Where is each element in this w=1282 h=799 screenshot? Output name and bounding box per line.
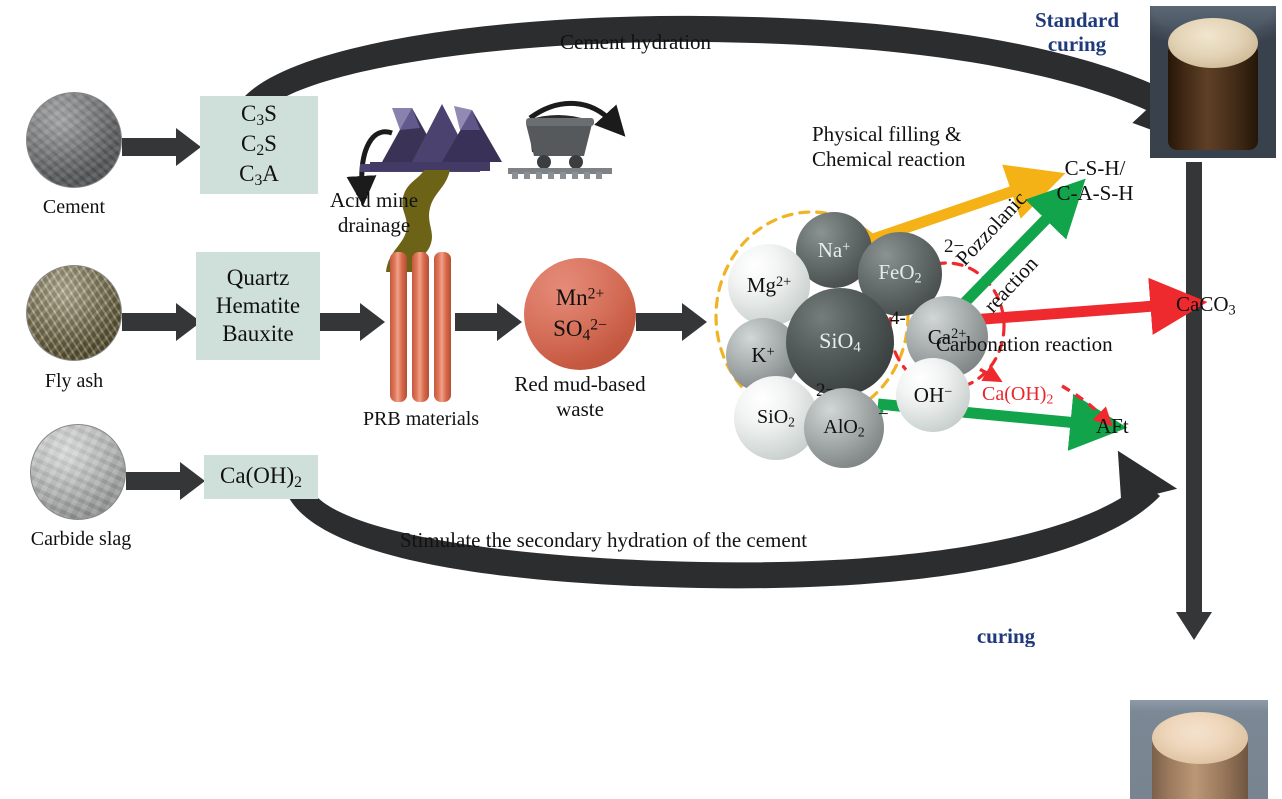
carbonation-cured-specimen-photo (1130, 700, 1268, 799)
fly-ash-sample-circle (26, 265, 122, 361)
ion-alo2-charge: − (878, 404, 889, 425)
process-block-arrows (122, 128, 1212, 640)
ion-cluster: Na+ Mg2+ FeO2 2− K+ SiO4 4- Ca2+ SiO2 (700, 150, 1192, 468)
prb-column (412, 252, 429, 402)
arrow-portlandite-out (1061, 384, 1113, 427)
specimen-cylinder-top (1168, 18, 1258, 68)
cement-sample-circle (26, 92, 122, 188)
secondary-hydration-label: Stimulate the secondary hydration of the… (400, 528, 808, 552)
cement-label: Cement (42, 196, 106, 218)
specimen-cylinder-top (1152, 712, 1248, 764)
ellipse-heading: Physical filling & Chemical reaction (812, 122, 1072, 172)
acid-mine-drainage-line1: Acid mine (329, 188, 419, 212)
diagram-canvas: Cement Fly ash Carbide slag [data-name="… (26, 6, 1276, 799)
red-mud-caption-line2: waste (556, 397, 604, 422)
fly-ash-label: Fly ash (44, 370, 104, 392)
ion-sio2: SiO2 (734, 376, 818, 460)
mountain-icon (360, 104, 502, 172)
red-mud-ion-mn: Mn2+ (555, 284, 605, 310)
ion-oh: OH− (896, 358, 970, 432)
product-caco3: CaCO3 (1176, 292, 1236, 319)
carbide-slag-label: Carbide slag (30, 528, 132, 550)
carbonation-curing-line2: curing (976, 624, 1036, 647)
red-mud-waste-circle: Mn2+ SO42− (524, 258, 636, 370)
carbonation-curing-label: Carbonation curing (906, 624, 1106, 647)
prb-materials-label: PRB materials (362, 408, 480, 430)
phase-c3s: C3S (241, 101, 277, 129)
mine-scene (360, 104, 612, 272)
acid-mine-drainage-label: Acid mine drainage (308, 188, 440, 238)
phase-portlandite: Ca(OH)2 (220, 463, 302, 491)
secondary-hydration-loop (283, 450, 1178, 589)
red-mud-caption-line1: Red mud-based (514, 372, 646, 396)
ellipse-heading-line2: Chemical reaction (812, 147, 966, 172)
standard-cured-specimen-photo (1150, 6, 1276, 158)
ion-alo2: AlO2 (804, 388, 884, 468)
mineral-bauxite: Bauxite (222, 321, 294, 347)
prb-column (434, 252, 451, 402)
red-mud-caption: Red mud-based waste (478, 372, 682, 422)
ion-sio4-charge: 4- (890, 308, 906, 329)
red-mud-ion-so4: SO42− (553, 316, 607, 344)
cement-hydration-label: Cement hydration (560, 30, 712, 54)
prb-column (390, 252, 407, 402)
carbide-slag-phase-box: Ca(OH)2 (204, 455, 318, 499)
ion-feo2-charge: 2− (944, 236, 965, 257)
mineral-quartz: Quartz (226, 264, 290, 290)
phase-c3a: C3A (239, 160, 279, 189)
standard-curing-line1: Standard (1034, 8, 1120, 32)
product-csh-cash: C-S-H/ C-A-S-H (1020, 156, 1170, 206)
carbide-slag-sample-circle (30, 424, 126, 520)
ion-sio4: SiO4 (786, 288, 894, 396)
ellipse-heading-line1: Physical filling & (812, 122, 962, 146)
product-csh-line1: C-S-H/ (1064, 156, 1126, 180)
acid-stream (386, 170, 450, 272)
phase-c2s: C2S (241, 131, 277, 159)
mine-curved-arrows (346, 101, 626, 206)
cement-phase-box: C3S C2S C3A (200, 96, 318, 194)
fly-ash-mineral-box: Quartz Hematite Bauxite (196, 252, 320, 360)
portlandite-label: Ca(OH)2 (982, 383, 1054, 407)
standard-curing-label: Standard curing (1014, 8, 1140, 56)
mine-cart-icon (508, 115, 612, 179)
mineral-hematite: Hematite (215, 292, 301, 318)
carbonation-reaction-label: Carbonation reaction (936, 332, 1113, 356)
product-aft: AFt (1096, 414, 1129, 438)
product-csh-line2: C-A-S-H (1056, 180, 1134, 205)
acid-mine-drainage-line2: drainage (337, 212, 411, 237)
standard-curing-line2: curing (1047, 32, 1107, 57)
